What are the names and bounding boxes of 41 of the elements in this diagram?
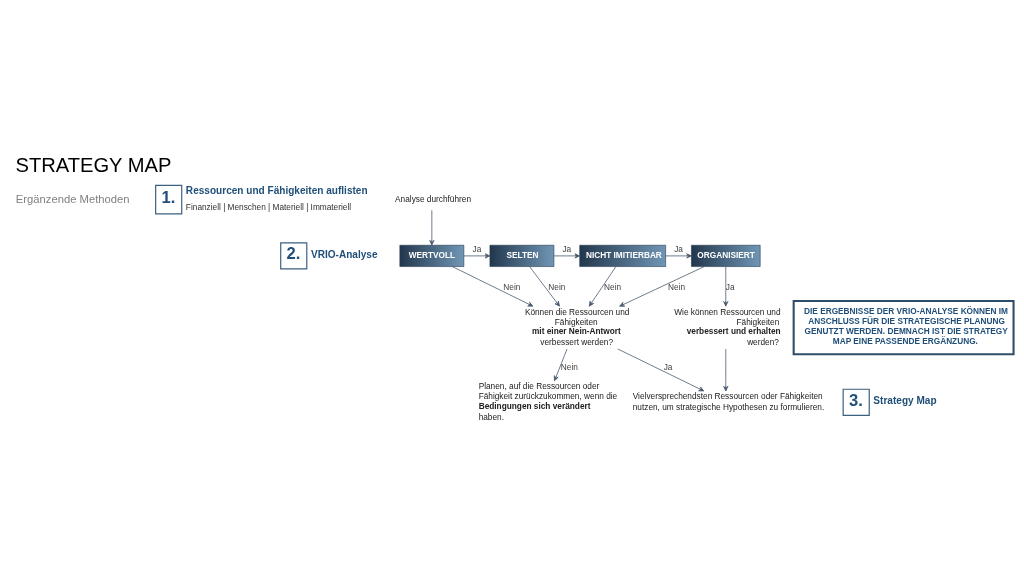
node-box: SELTEN xyxy=(489,244,555,267)
edge-label: Ja xyxy=(472,243,482,254)
node-box: 1. xyxy=(155,184,183,214)
node-text: Analyse durchführen xyxy=(395,193,472,204)
arrow xyxy=(452,265,534,307)
edge-label: Ja xyxy=(674,243,683,254)
arrow xyxy=(553,348,568,381)
edge-label: Nein xyxy=(560,361,578,372)
arrow xyxy=(429,209,435,245)
edge-label: Nein xyxy=(668,281,686,292)
node-box: ORGANISIERT xyxy=(691,244,761,267)
label: Ergänzende Methoden xyxy=(15,192,130,205)
arrow xyxy=(665,252,692,258)
edge-label: Nein xyxy=(548,281,566,292)
arrow xyxy=(529,265,560,307)
edge-label: Nein xyxy=(503,281,521,292)
node-label: Ressourcen und Fähigkeiten auflisten xyxy=(185,184,368,196)
arrow xyxy=(553,252,580,258)
diagram-title: STRATEGY MAP xyxy=(15,153,172,176)
node-box: 2. xyxy=(280,241,308,270)
node-box: 3. xyxy=(842,388,870,416)
arrow xyxy=(619,265,705,307)
arrow xyxy=(723,348,729,391)
node-text: Wie können Ressourcen und Fähigkeiten verbessert und erhalten werden? xyxy=(674,306,781,347)
arrow xyxy=(617,348,705,391)
edge-label: Nein xyxy=(604,281,622,292)
edge-label: Ja xyxy=(562,243,572,254)
node-label: Strategy Map xyxy=(873,394,937,406)
node-label: VRIO-Analyse xyxy=(310,248,378,260)
node-text: Planen, auf die Ressourcen oder Fähigkeit zurückzukommen, wenn die Bedingungen sich verändert haben. xyxy=(478,380,618,422)
node-box: NICHT IMITIERBAR xyxy=(579,244,666,267)
edge-label: Ja xyxy=(663,361,673,372)
node-text: Können die Ressourcen und Fähigkeiten mit einer Nein-Antwort verbessert werden? xyxy=(524,306,630,347)
node-label: Finanziell | Menschen | Materiell | Immateriell xyxy=(185,201,352,212)
node-text: Vielversprechendsten Ressourcen oder Fähigkeiten nutzen, um strategische Hypothesen zu formulieren. xyxy=(632,390,825,412)
node-box: DIE ERGEBNISSE DER VRIO-ANALYSE KÖNNEN IM ANSCHLUSS FÜR DIE STRATEGISCHE PLANUNG GENUTZT WERDEN. DEMNACH IST DIE STRATEGY MAP EINE PASSENDE ERGÄNZUNG. xyxy=(792,299,1015,355)
edge-label: Ja xyxy=(725,281,735,292)
node-box: WERTVOLL xyxy=(399,244,465,267)
arrow xyxy=(723,265,729,307)
arrow xyxy=(463,252,491,258)
arrow xyxy=(588,265,617,307)
